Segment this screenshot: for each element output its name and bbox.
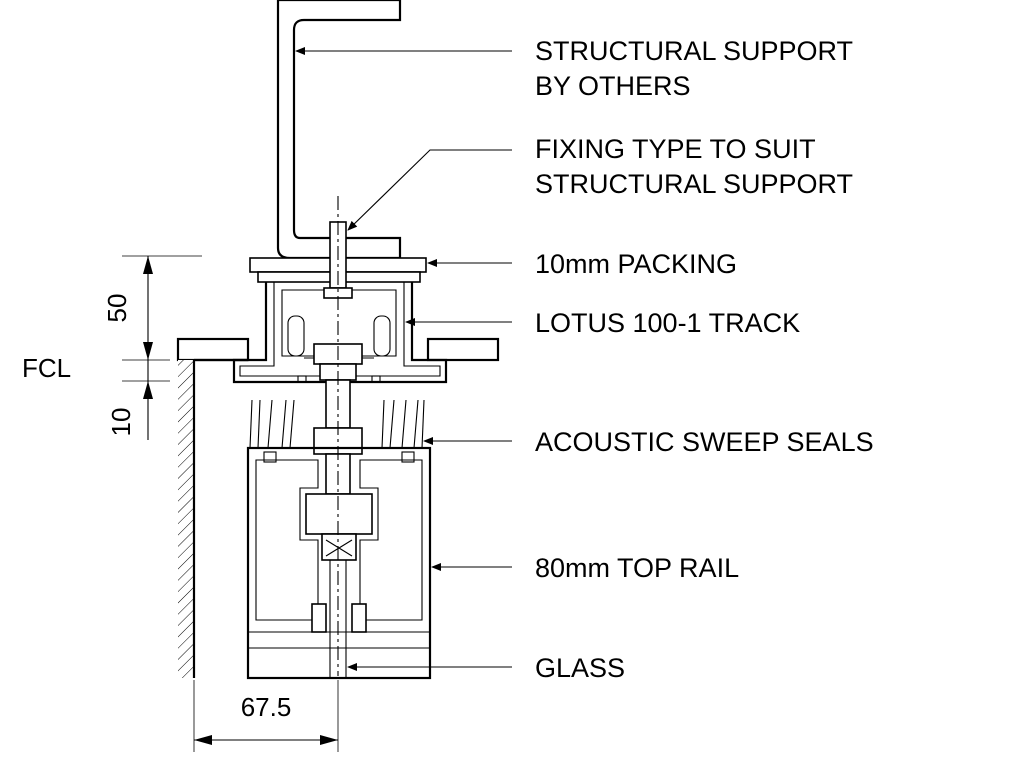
callout-structural-support-line2: BY OTHERS xyxy=(535,71,691,101)
horizontal-dimension xyxy=(193,680,339,752)
structural-support-channel xyxy=(276,0,402,260)
acoustic-sweep-seals xyxy=(249,399,425,449)
callout-packing: 10mm PACKING xyxy=(535,249,737,279)
fcl-label: FCL xyxy=(22,353,71,383)
callout-top-rail: 80mm TOP RAIL xyxy=(535,553,739,583)
callout-fixing-type-line2: STRUCTURAL SUPPORT xyxy=(535,169,853,199)
callout-glass: GLASS xyxy=(535,653,625,683)
callout-structural-support-line1: STRUCTURAL SUPPORT xyxy=(535,36,853,66)
callout-fixing-type-line1: FIXING TYPE TO SUIT xyxy=(535,134,816,164)
dimension-67-5: 67.5 xyxy=(241,692,292,722)
callout-sweep-seals: ACOUSTIC SWEEP SEALS xyxy=(535,427,874,457)
top-rail xyxy=(246,446,432,680)
leader-lines xyxy=(295,47,512,671)
glass-pane xyxy=(329,560,347,678)
dimension-10: 10 xyxy=(106,408,136,437)
dimension-50: 50 xyxy=(102,294,132,323)
vertical-dimension xyxy=(122,255,202,440)
callout-track: LOTUS 100-1 TRACK xyxy=(535,308,800,338)
wall xyxy=(178,358,248,678)
